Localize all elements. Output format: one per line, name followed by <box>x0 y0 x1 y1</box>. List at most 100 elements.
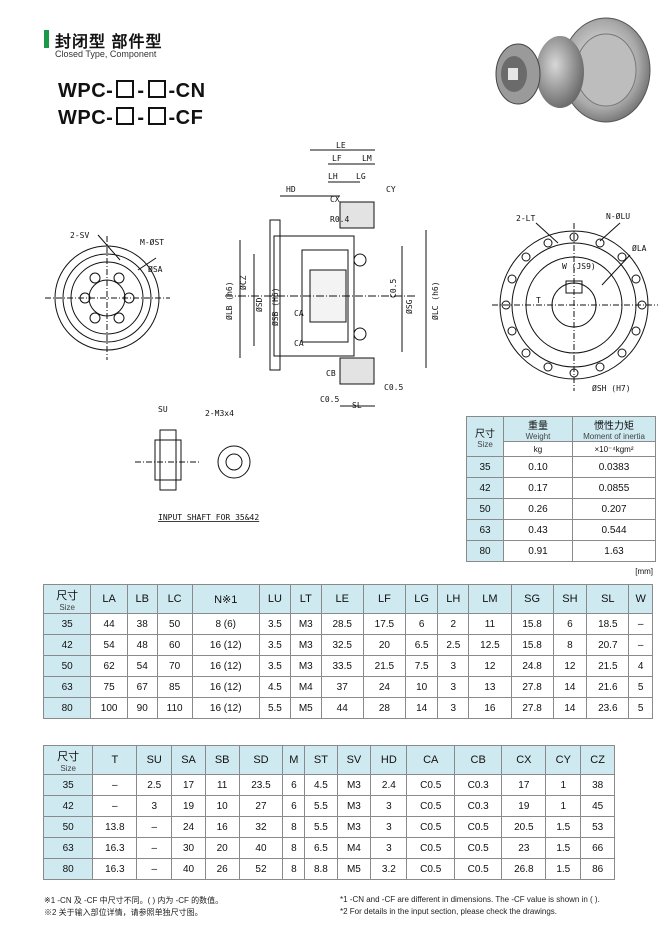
table-cell: 23.5 <box>238 774 284 796</box>
table-cell: 2 <box>437 613 470 635</box>
table-cell: 50 <box>156 613 193 635</box>
table-cell: 38 <box>580 774 615 796</box>
table-cell: 1.63 <box>572 540 656 562</box>
table-cell: 3 <box>437 697 470 719</box>
front-view-left <box>45 234 170 360</box>
table-cell: 12 <box>552 655 588 677</box>
table-cell: 0.544 <box>572 519 656 541</box>
table-cell: 0.207 <box>572 498 656 520</box>
table-cell: M5 <box>336 858 372 880</box>
table-cell: 62 <box>90 655 128 677</box>
size-cell: 50 <box>466 498 504 520</box>
column-header: LU <box>258 584 291 614</box>
table-cell: 44 <box>320 697 364 719</box>
table-cell: 3 <box>370 795 408 817</box>
table-cell: 75 <box>90 676 128 698</box>
table-cell: – <box>628 634 653 656</box>
label-le: LE <box>336 141 346 150</box>
column-header: CZ <box>580 745 615 775</box>
table-cell: 21.6 <box>586 676 630 698</box>
column-header: LM <box>468 584 512 614</box>
label-cz: ØCZ <box>238 275 248 290</box>
table-cell: 53 <box>580 816 615 838</box>
table-cell: 8.8 <box>304 858 338 880</box>
table-cell: M3 <box>289 634 322 656</box>
table-cell: 14 <box>552 697 588 719</box>
table-cell: 24 <box>362 676 406 698</box>
table-cell: 20 <box>204 837 240 859</box>
table-cell: 0.0855 <box>572 477 656 499</box>
footnote-en-2: *2 For details in the input section, ple… <box>340 907 558 916</box>
size-cell: 50 <box>42 655 92 677</box>
section-marker <box>44 30 49 48</box>
table-cell: 19 <box>171 795 206 817</box>
size-cell: 42 <box>42 634 92 656</box>
column-header: CY <box>545 745 582 775</box>
table-cell: 100 <box>90 697 128 719</box>
column-header: LE <box>320 584 364 614</box>
table-cell: C0.3 <box>453 774 503 796</box>
unit-label: [mm] <box>635 567 653 576</box>
label-lh: LH <box>328 172 338 181</box>
column-header: CB <box>453 745 503 775</box>
table-cell: 16 (12) <box>191 697 260 719</box>
table-cell: 16 <box>204 816 240 838</box>
column-header: SB <box>204 745 240 775</box>
label-ca-2: CA <box>294 339 304 348</box>
column-header: SH <box>552 584 588 614</box>
column-header: T <box>92 745 138 775</box>
table-cell: 17.5 <box>362 613 406 635</box>
table-cell: 0.0383 <box>572 456 656 478</box>
table-cell: 8 <box>552 634 588 656</box>
size-cell: 35 <box>466 456 504 478</box>
column-header: CA <box>406 745 455 775</box>
table-cell: 4 <box>628 655 653 677</box>
front-view-right <box>492 222 658 391</box>
table-cell: – <box>628 613 653 635</box>
label-sh: ØSH (H7) <box>592 384 631 393</box>
table-cell: 27.8 <box>510 676 554 698</box>
table-cell: 27.8 <box>510 697 554 719</box>
label-r04: R0.4 <box>330 215 349 224</box>
label-lc: ØLC (h6) <box>430 281 440 320</box>
table-cell: 3.2 <box>370 858 408 880</box>
size-cell: 80 <box>42 858 94 880</box>
table-cell: 3 <box>437 676 470 698</box>
table-cell: 21.5 <box>586 655 630 677</box>
table-cell: 4.5 <box>258 676 291 698</box>
table-cell: 14 <box>404 697 439 719</box>
table-cell: 16 (12) <box>191 676 260 698</box>
table-cell: 10 <box>404 676 439 698</box>
column-header: LG <box>404 584 439 614</box>
table-cell: 7.5 <box>404 655 439 677</box>
column-header: CX <box>501 745 547 775</box>
table-cell: 11 <box>204 774 240 796</box>
table-cell: 23.6 <box>586 697 630 719</box>
table-cell: 1.5 <box>545 837 582 859</box>
section-view <box>225 149 427 407</box>
table-cell: 1 <box>545 795 582 817</box>
table-cell: 6 <box>282 774 306 796</box>
table-cell: 3.5 <box>258 634 291 656</box>
table-cell: 0.17 <box>503 477 573 499</box>
label-c05: C0.5 <box>389 279 398 298</box>
table-cell: 2.4 <box>370 774 408 796</box>
table-cell: 21.5 <box>362 655 406 677</box>
table-cell: 14 <box>552 676 588 698</box>
table-cell: 13.8 <box>92 816 138 838</box>
column-header: LB <box>126 584 158 614</box>
table-cell: 3 <box>437 655 470 677</box>
